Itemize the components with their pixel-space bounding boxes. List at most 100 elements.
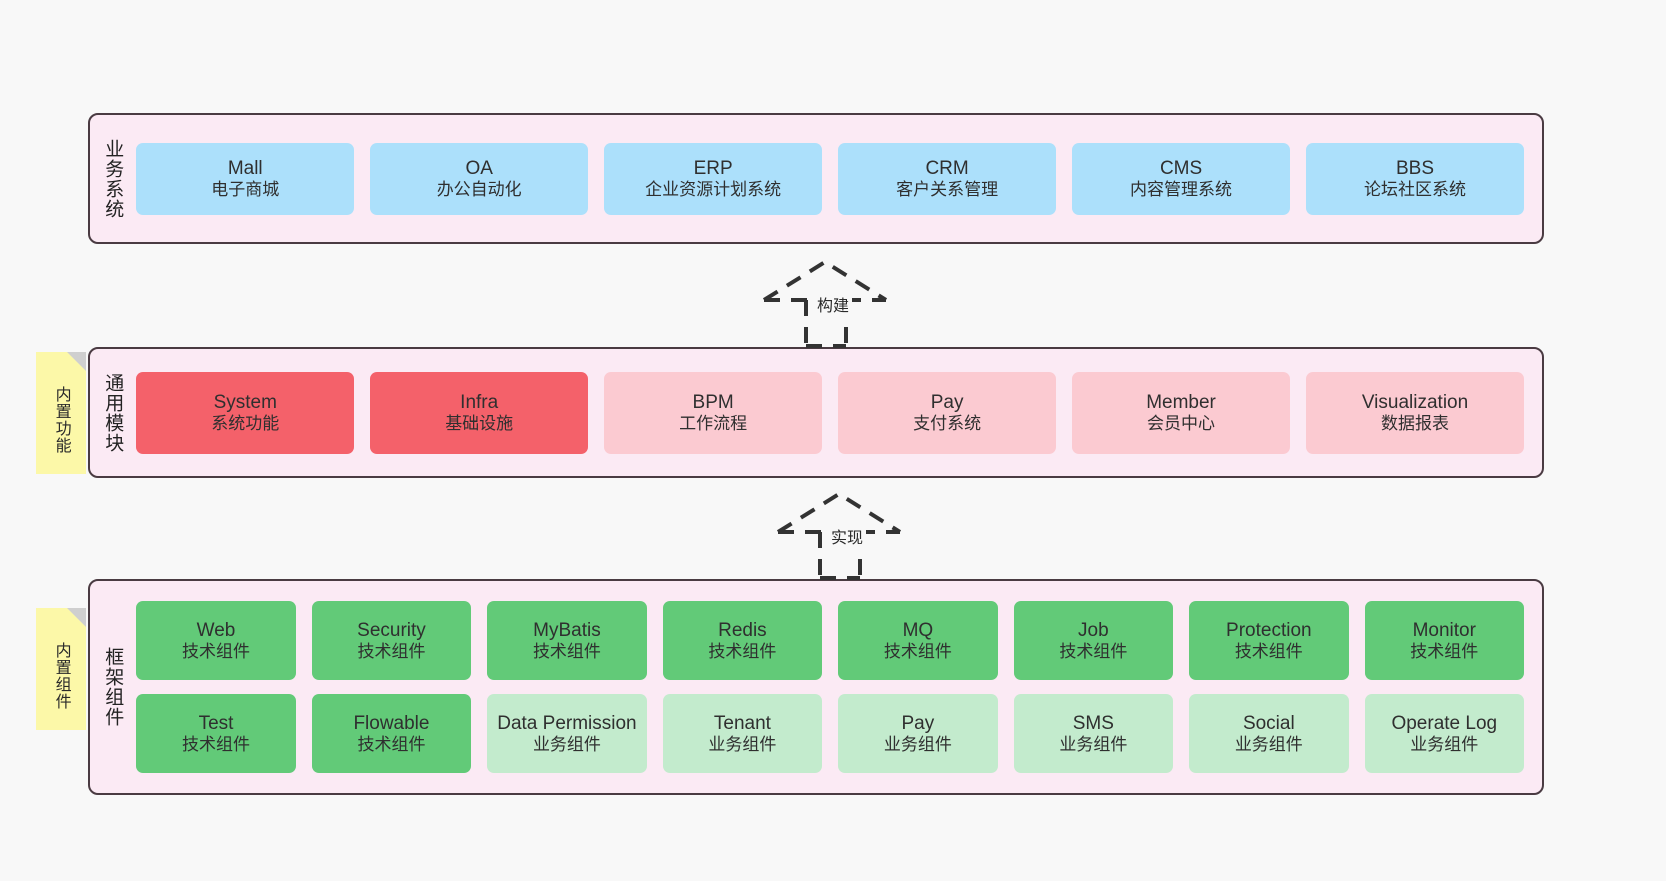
- node-title: SMS: [1072, 712, 1114, 734]
- node-title: Social: [1242, 712, 1295, 734]
- node-oa[interactable]: OA 办公自动化: [370, 142, 589, 215]
- node-subtitle: 内容管理系统: [1130, 179, 1233, 199]
- node-mq[interactable]: MQ 技术组件: [838, 601, 998, 680]
- node-redis[interactable]: Redis 技术组件: [662, 601, 823, 680]
- node-row: Mall 电子商城 OA 办公自动化 ERP 企业资源计划系统 CRM 客户关系…: [136, 142, 1524, 215]
- node-subtitle: 技术组件: [1234, 641, 1303, 661]
- node-title: MyBatis: [533, 619, 601, 641]
- node-title: System: [213, 391, 277, 413]
- node-infra[interactable]: Infra 基础设施: [370, 371, 589, 454]
- node-subtitle: 技术组件: [357, 734, 426, 754]
- connector-label-implement: 实现: [828, 524, 867, 548]
- node-title: OA: [465, 157, 493, 179]
- connector-build: 构建: [742, 252, 932, 348]
- node-pay-component[interactable]: Pay 业务组件: [838, 694, 998, 773]
- node-title: Monitor: [1412, 619, 1476, 641]
- node-monitor[interactable]: Monitor 技术组件: [1364, 601, 1525, 680]
- node-subtitle: 基础设施: [445, 413, 514, 433]
- node-title: Redis: [718, 619, 767, 641]
- node-crm[interactable]: CRM 客户关系管理: [838, 142, 1057, 215]
- node-subtitle: 会员中心: [1147, 413, 1216, 433]
- node-bpm[interactable]: BPM 工作流程: [604, 371, 823, 454]
- node-title: Mall: [227, 157, 263, 179]
- node-flowable[interactable]: Flowable 技术组件: [311, 694, 472, 773]
- node-subtitle: 业务组件: [532, 734, 601, 754]
- sticky-note-label: 内置功能: [52, 386, 70, 454]
- connector-label-build: 构建: [814, 292, 853, 316]
- layer-body-common: System 系统功能 Infra 基础设施 BPM 工作流程 Pay 支付系统…: [132, 349, 1542, 476]
- node-security[interactable]: Security 技术组件: [311, 601, 472, 680]
- node-subtitle: 技术组件: [1410, 641, 1479, 661]
- layer-caption-business: 业务系统: [102, 138, 124, 219]
- node-data-permission[interactable]: Data Permission 业务组件: [487, 694, 647, 773]
- node-job[interactable]: Job 技术组件: [1013, 601, 1174, 680]
- node-visualization[interactable]: Visualization 数据报表: [1306, 371, 1524, 454]
- node-title: Test: [198, 712, 234, 734]
- layer-caption-common: 通用模块: [102, 372, 124, 453]
- node-subtitle: 办公自动化: [436, 179, 522, 199]
- node-subtitle: 技术组件: [532, 641, 601, 661]
- layer-business-system: 业务系统 Mall 电子商城 OA 办公自动化 ERP 企业资源计划系统 CRM…: [88, 113, 1544, 244]
- sticky-note-builtin-features: 内置功能: [36, 352, 86, 474]
- node-subtitle: 业务组件: [1234, 734, 1303, 754]
- node-subtitle: 业务组件: [883, 734, 952, 754]
- node-social[interactable]: Social 业务组件: [1189, 694, 1349, 773]
- node-subtitle: 论坛社区系统: [1364, 179, 1466, 199]
- node-cms[interactable]: CMS 内容管理系统: [1072, 142, 1291, 215]
- node-mall[interactable]: Mall 电子商城: [136, 142, 355, 215]
- node-title: BPM: [692, 391, 734, 413]
- node-sms[interactable]: SMS 业务组件: [1013, 694, 1174, 773]
- node-subtitle: 电子商城: [211, 179, 280, 199]
- page-fold-icon: [67, 608, 86, 627]
- node-subtitle: 工作流程: [679, 413, 748, 433]
- node-subtitle: 技术组件: [708, 641, 777, 661]
- node-title: Job: [1078, 619, 1109, 641]
- layer-caption-framework: 框架组件: [102, 647, 124, 727]
- layer-body-business: Mall 电子商城 OA 办公自动化 ERP 企业资源计划系统 CRM 客户关系…: [132, 115, 1542, 242]
- node-operate-log[interactable]: Operate Log 业务组件: [1364, 694, 1525, 773]
- node-pay-module[interactable]: Pay 支付系统: [838, 371, 1057, 454]
- layer-framework-component: 框架组件 Web 技术组件 Security 技术组件 MyBatis 技术组件…: [88, 579, 1544, 795]
- node-subtitle: 客户关系管理: [896, 179, 999, 199]
- node-title: Web: [196, 619, 236, 641]
- node-title: Data Permission: [497, 712, 637, 734]
- node-subtitle: 业务组件: [1410, 734, 1479, 754]
- node-subtitle: 技术组件: [182, 734, 250, 754]
- node-title: Pay: [930, 391, 964, 413]
- page-fold-icon: [67, 352, 86, 371]
- node-subtitle: 业务组件: [708, 734, 777, 754]
- node-title: ERP: [693, 157, 733, 179]
- node-title: CRM: [925, 157, 969, 179]
- node-test[interactable]: Test 技术组件: [136, 694, 296, 773]
- node-subtitle: 技术组件: [1059, 641, 1128, 661]
- node-protection[interactable]: Protection 技术组件: [1189, 601, 1349, 680]
- layer-common-module: 通用模块 System 系统功能 Infra 基础设施 BPM 工作流程 Pay…: [88, 347, 1544, 478]
- node-title: Pay: [901, 712, 935, 734]
- node-subtitle: 技术组件: [182, 641, 250, 661]
- node-erp[interactable]: ERP 企业资源计划系统: [604, 142, 823, 215]
- sticky-note-label: 内置组件: [52, 642, 70, 710]
- node-subtitle: 企业资源计划系统: [645, 179, 782, 199]
- node-row: System 系统功能 Infra 基础设施 BPM 工作流程 Pay 支付系统…: [136, 371, 1524, 454]
- node-title: Visualization: [1361, 391, 1469, 413]
- node-subtitle: 系统功能: [211, 413, 280, 433]
- node-web[interactable]: Web 技术组件: [136, 601, 296, 680]
- node-member[interactable]: Member 会员中心: [1072, 371, 1291, 454]
- node-subtitle: 业务组件: [1059, 734, 1128, 754]
- node-title: Tenant: [713, 712, 771, 734]
- node-subtitle: 数据报表: [1381, 413, 1449, 433]
- node-title: Security: [357, 619, 426, 641]
- node-subtitle: 支付系统: [913, 413, 982, 433]
- node-system[interactable]: System 系统功能: [136, 371, 355, 454]
- node-title: Member: [1146, 391, 1216, 413]
- node-mybatis[interactable]: MyBatis 技术组件: [487, 601, 647, 680]
- layer-body-framework: Web 技术组件 Security 技术组件 MyBatis 技术组件 Redi…: [132, 581, 1542, 793]
- node-row: Web 技术组件 Security 技术组件 MyBatis 技术组件 Redi…: [136, 601, 1525, 680]
- node-subtitle: 技术组件: [883, 641, 952, 661]
- node-tenant[interactable]: Tenant 业务组件: [662, 694, 823, 773]
- node-title: Flowable: [353, 712, 430, 734]
- node-title: BBS: [1395, 157, 1435, 179]
- node-bbs[interactable]: BBS 论坛社区系统: [1306, 142, 1524, 215]
- node-title: Operate Log: [1391, 712, 1498, 734]
